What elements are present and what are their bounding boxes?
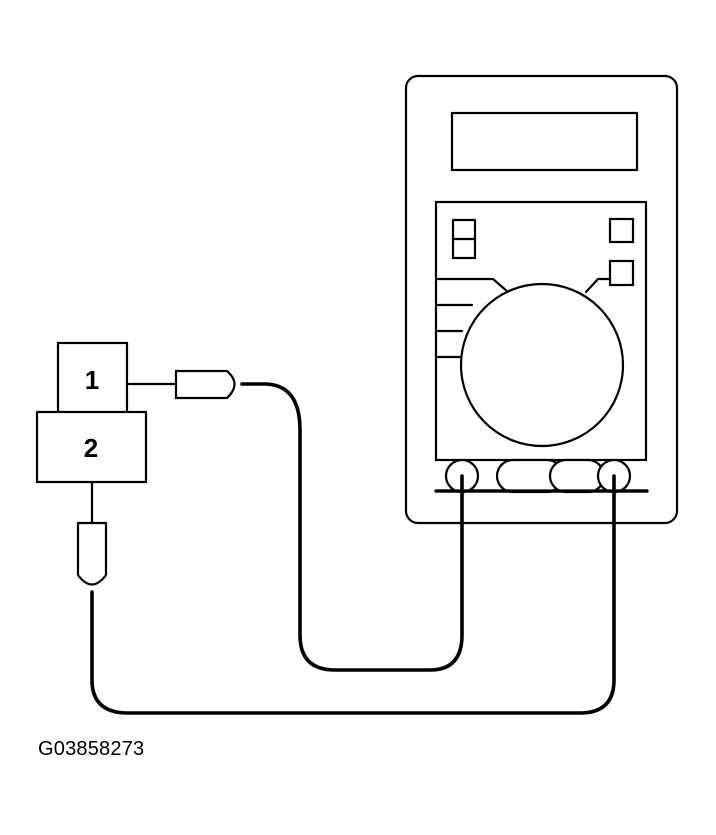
- test-lead-icon: [125, 369, 464, 672]
- terminal-2-block: [35, 410, 148, 484]
- hold-button-icon: [608, 217, 635, 244]
- figure-id: G03858273: [38, 738, 145, 760]
- lead-wire-1: [240, 382, 464, 672]
- mode-button-icon: [608, 259, 635, 287]
- jack-slot-2: [548, 458, 606, 494]
- terminal-1-label: 1: [85, 365, 99, 395]
- test-lead-icon: [76, 474, 616, 715]
- lead-wire-2: [90, 474, 616, 715]
- terminal-2-label: 2: [84, 433, 98, 463]
- selector-dial-icon: [459, 282, 625, 448]
- probe-icon: [174, 369, 236, 400]
- probe-icon: [76, 521, 108, 586]
- multimeter-display: [450, 111, 639, 172]
- multimeter-icon: [404, 74, 679, 525]
- component-icon: 1 2: [35, 341, 148, 484]
